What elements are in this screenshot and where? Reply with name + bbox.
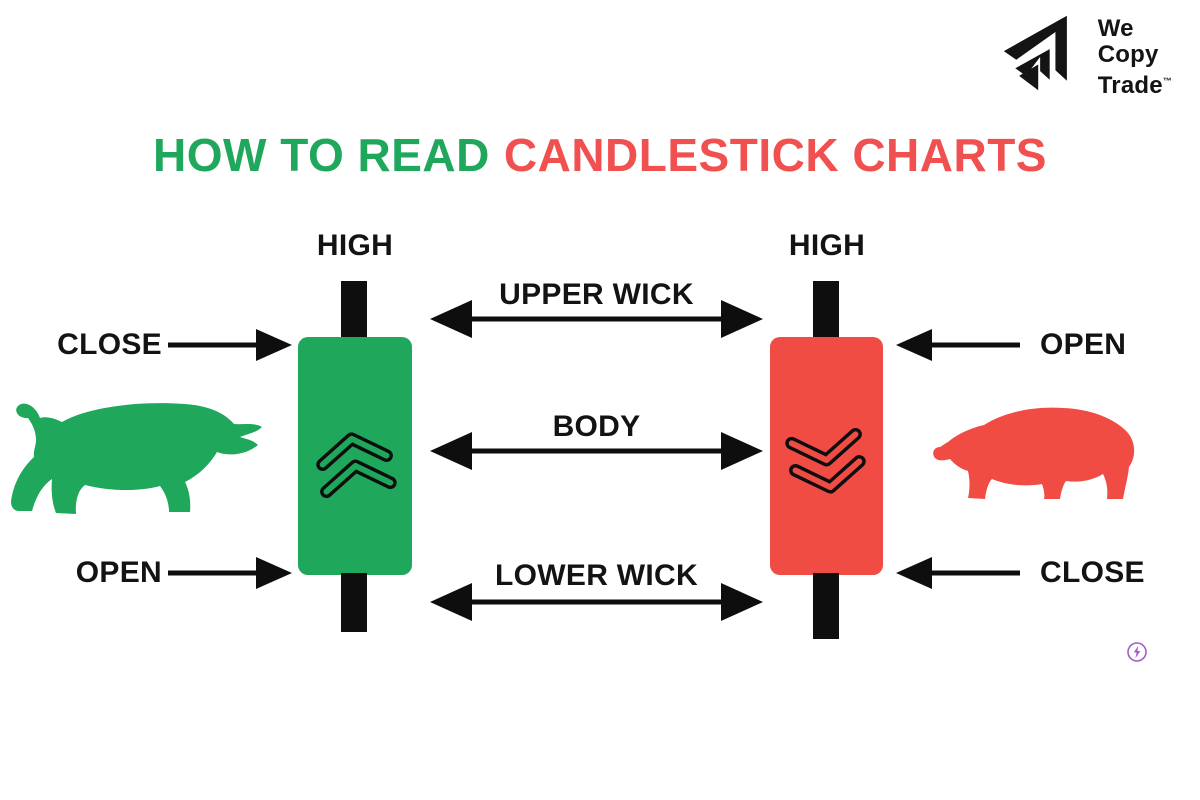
lower-wick-label: LOWER WICK (495, 559, 698, 592)
double-chevron-up-icon (316, 432, 397, 499)
double-arrow-body-icon (430, 432, 763, 470)
double-chevron-down-icon (785, 427, 866, 494)
brand-name: We Copy Trade™ (1098, 8, 1172, 99)
bearish-upper-wick (813, 281, 839, 339)
brand-logo: We Copy Trade™ (1000, 8, 1172, 99)
bullish-close-label: CLOSE (57, 328, 162, 361)
arrow-left-open-icon (896, 329, 1020, 361)
double-arrow-lower-wick-icon (430, 583, 763, 621)
bullish-candle-body (298, 337, 412, 575)
bullish-open-label: OPEN (75, 556, 162, 589)
title-green-part: HOW TO READ (153, 129, 490, 181)
brand-line-2: Copy (1097, 41, 1159, 68)
title-red-part: CANDLESTICK CHARTS (503, 129, 1047, 181)
bullish-lower-wick (341, 573, 367, 632)
lightning-bolt-icon (1127, 642, 1147, 662)
bearish-lower-wick (813, 573, 839, 639)
bearish-high-label: HIGH (788, 229, 866, 262)
upper-wick-label: UPPER WICK (499, 278, 694, 311)
brand-line-3: Trade™ (1097, 72, 1172, 99)
arrow-left-close-icon (896, 557, 1020, 589)
brand-line-1: We (1097, 15, 1134, 42)
wecopytrade-arrow-icon (1003, 15, 1067, 91)
bearish-close-label: CLOSE (1040, 556, 1145, 589)
trademark-symbol: ™ (1162, 76, 1172, 86)
double-arrow-upper-wick-icon (430, 300, 763, 338)
bearish-open-label: OPEN (1040, 328, 1127, 361)
body-label: BODY (552, 410, 641, 443)
arrow-right-open-icon (168, 557, 292, 589)
bullish-high-label: HIGH (316, 229, 394, 262)
bullish-upper-wick (341, 281, 367, 339)
bear-icon (933, 407, 1135, 499)
arrow-right-close-icon (168, 329, 292, 361)
bull-icon (11, 403, 262, 514)
